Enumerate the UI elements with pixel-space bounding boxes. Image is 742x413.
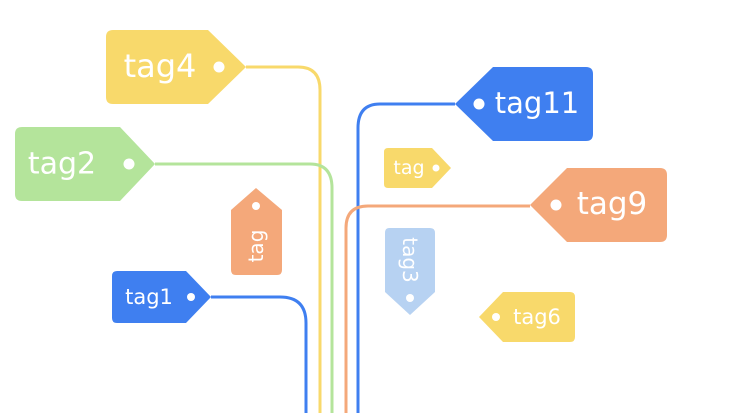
tag-label: tag6	[513, 305, 561, 329]
tag-hole	[213, 61, 225, 73]
tag-hole	[473, 98, 485, 110]
tag-tag6[interactable]: tag6	[479, 292, 575, 342]
connector-tag4	[246, 65, 322, 413]
tag-tag-small[interactable]: tag	[384, 148, 451, 188]
tag-tag4[interactable]: tag4	[106, 30, 246, 104]
tag-label: tag2	[28, 147, 96, 182]
tag-hole	[406, 294, 414, 302]
tag-hole	[252, 202, 260, 210]
tag-tag1[interactable]: tag1	[112, 271, 211, 323]
tag-label: tag	[244, 230, 268, 263]
tag-hole	[492, 313, 500, 321]
tag-label: tag9	[577, 186, 648, 222]
tag-label: tag	[393, 157, 424, 179]
tag-label: tag3	[398, 237, 422, 283]
tag-label: tag4	[124, 47, 197, 85]
tag-tag-vertical[interactable]: tag	[231, 188, 282, 275]
tag-label: tag1	[125, 285, 173, 309]
connector-tag11	[356, 102, 455, 413]
tag-tag11[interactable]: tag11	[455, 67, 593, 141]
connector-tag2	[155, 162, 334, 413]
tag-hole	[550, 199, 562, 211]
tag-label: tag11	[495, 86, 579, 120]
tag-tag3[interactable]: tag3	[385, 228, 435, 315]
tag-hole	[187, 293, 195, 301]
tag-hole	[432, 164, 440, 172]
tag-tag9[interactable]: tag9	[530, 168, 667, 242]
connector-tag1	[211, 295, 308, 413]
connector-tag9	[344, 204, 530, 413]
tag-tag2[interactable]: tag2	[15, 127, 155, 201]
tag-hole	[123, 158, 135, 170]
